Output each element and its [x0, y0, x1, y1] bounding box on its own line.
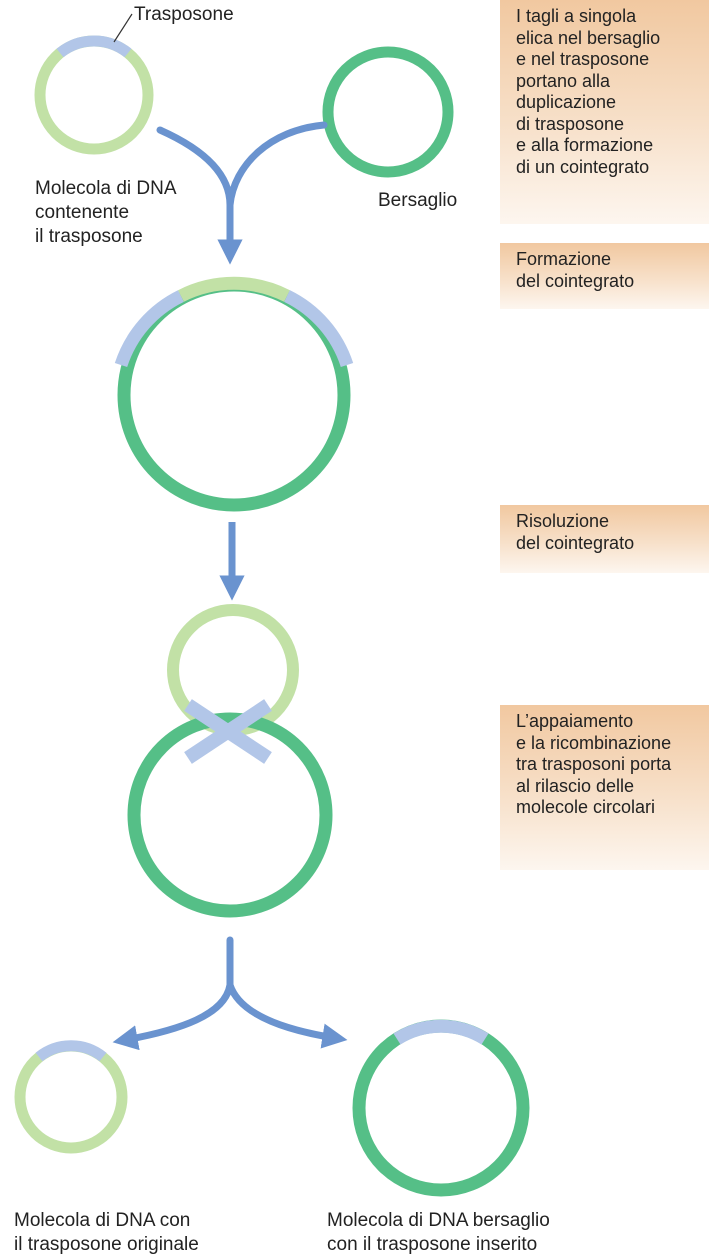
cointegrate-transposon-right	[284, 290, 354, 368]
step-note-cointegrate-formation: Formazione del cointegrato	[500, 243, 709, 309]
cointegrate-donor-segment	[178, 276, 290, 302]
figure-eight-intermediate	[127, 604, 333, 918]
step-note-recombination: L’appaiamento e la ricombinazione tra tr…	[500, 705, 709, 870]
step-note-cuts: I tagli a singola elica nel bersaglio e …	[500, 0, 709, 224]
cointegrate-transposon-left	[114, 290, 184, 368]
recombination-crossover-b	[184, 699, 272, 764]
product-original-plasmid	[14, 1040, 128, 1154]
merge-arrow	[156, 121, 328, 265]
product-target-transposon	[393, 1019, 489, 1045]
donor-transposon-segment	[56, 35, 132, 58]
transposon-label: Trasposone	[134, 4, 234, 25]
cointegrate	[114, 276, 354, 512]
step-note-cointegrate-resolution: Risoluzione del cointegrato	[500, 505, 709, 573]
donor-molecule-label: Molecola di DNA contenente il trasposone	[35, 178, 177, 247]
product-target-label: Molecola di DNA bersaglio con il traspos…	[327, 1210, 550, 1255]
target-plasmid	[322, 46, 454, 178]
product-original-label: Molecola di DNA con il trasposone origin…	[14, 1210, 199, 1255]
transposon-leader-line	[113, 13, 133, 43]
product-target-plasmid	[352, 1019, 530, 1197]
target-label: Bersaglio	[378, 190, 458, 211]
product-original-transposon	[35, 1040, 107, 1062]
split-arrow	[112, 936, 348, 1051]
donor-plasmid	[34, 35, 154, 155]
